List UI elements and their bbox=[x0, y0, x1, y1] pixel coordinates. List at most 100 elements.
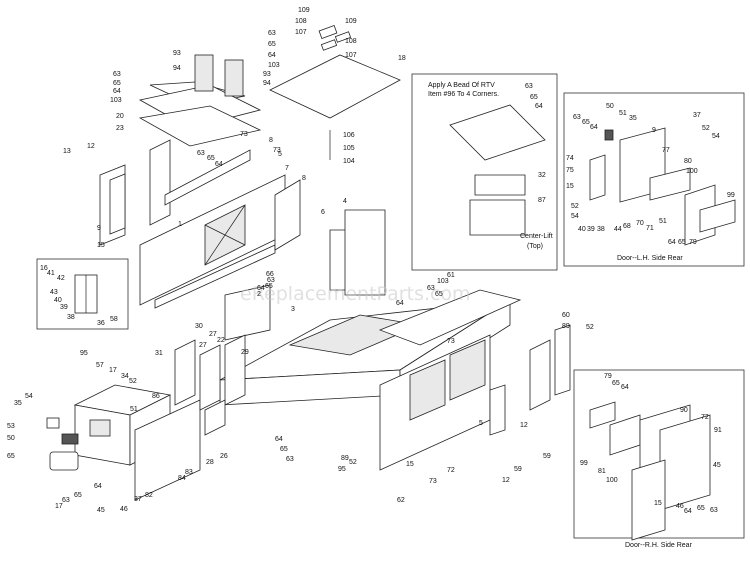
rtv-note-inset-frame bbox=[411, 73, 558, 271]
callout-50: 50 bbox=[7, 435, 15, 442]
callout-64: 64 bbox=[275, 436, 283, 443]
callout-93: 93 bbox=[263, 71, 271, 78]
left-wall-group bbox=[99, 139, 386, 309]
callout-65: 65 bbox=[265, 283, 273, 290]
callout-68: 68 bbox=[623, 223, 631, 230]
rh-door-frame-15 bbox=[631, 459, 666, 541]
callout-40: 40 bbox=[54, 297, 62, 304]
latch-35 bbox=[46, 417, 60, 429]
callout-28: 28 bbox=[206, 459, 214, 466]
front-wall-window-left bbox=[409, 359, 446, 421]
callout-52: 52 bbox=[129, 378, 137, 385]
part-30 bbox=[174, 339, 196, 406]
callout-15: 15 bbox=[654, 500, 662, 507]
callout-39: 39 bbox=[60, 304, 68, 311]
callout-16: 16 bbox=[40, 265, 48, 272]
callout-9: 9 bbox=[97, 225, 101, 232]
callout-59: 59 bbox=[543, 453, 551, 460]
callout-45: 45 bbox=[97, 507, 105, 514]
gasket-65 bbox=[61, 433, 79, 445]
callout-106: 106 bbox=[343, 132, 355, 139]
part-29 bbox=[224, 334, 246, 406]
door-panel-12 bbox=[554, 324, 571, 396]
control-box-opening bbox=[89, 419, 111, 437]
fastener-stack-left bbox=[194, 54, 214, 92]
callout-99: 99 bbox=[580, 460, 588, 467]
lh-door-contents bbox=[589, 127, 736, 246]
callout-72: 72 bbox=[447, 467, 455, 474]
callout-50: 50 bbox=[606, 103, 614, 110]
callout-17: 17 bbox=[109, 367, 117, 374]
callout-51: 51 bbox=[659, 218, 667, 225]
callout-75: 75 bbox=[566, 167, 574, 174]
callout-109: 109 bbox=[345, 18, 357, 25]
right-wall-group bbox=[379, 324, 571, 471]
rtv-note-line-1: Apply A Bead Of RTV bbox=[428, 82, 495, 89]
rtv-block-87 bbox=[469, 199, 526, 236]
callout-65: 65 bbox=[678, 239, 686, 246]
callout-65: 65 bbox=[207, 155, 215, 162]
callout-64: 64 bbox=[396, 300, 404, 307]
callout-94: 94 bbox=[263, 80, 271, 87]
panel-1 bbox=[344, 209, 386, 296]
bottom-rail bbox=[154, 244, 276, 309]
callout-29: 29 bbox=[241, 349, 249, 356]
callout-64: 64 bbox=[215, 161, 223, 168]
callout-60: 60 bbox=[562, 312, 570, 319]
callout-20: 20 bbox=[116, 113, 124, 120]
callout-103: 103 bbox=[110, 97, 122, 104]
callout-79: 79 bbox=[604, 373, 612, 380]
callout-63: 63 bbox=[286, 456, 294, 463]
callout-52: 52 bbox=[349, 459, 357, 466]
callout-13: 13 bbox=[63, 148, 71, 155]
callout-77: 77 bbox=[662, 147, 670, 154]
part-28 bbox=[204, 399, 226, 436]
callout-64: 64 bbox=[621, 384, 629, 391]
callout-3: 3 bbox=[291, 306, 295, 313]
lh-door-inset-frame bbox=[563, 92, 745, 267]
callout-30: 30 bbox=[195, 323, 203, 330]
callout-4: 4 bbox=[343, 198, 347, 205]
callout-65: 65 bbox=[582, 119, 590, 126]
callout-80: 80 bbox=[684, 158, 692, 165]
callout-63: 63 bbox=[573, 114, 581, 121]
callout-103: 103 bbox=[437, 278, 449, 285]
panel-6 bbox=[274, 179, 301, 251]
callout-40: 40 bbox=[578, 226, 586, 233]
callout-63: 63 bbox=[113, 71, 121, 78]
door-panel-59 bbox=[529, 339, 551, 411]
callout-107: 107 bbox=[345, 52, 357, 59]
callout-54: 54 bbox=[25, 393, 33, 400]
callout-51: 51 bbox=[130, 406, 138, 413]
callout-64: 64 bbox=[590, 124, 598, 131]
callout-9: 9 bbox=[652, 127, 656, 134]
callout-7: 7 bbox=[285, 165, 289, 172]
part-108-top bbox=[320, 39, 338, 51]
callout-5: 5 bbox=[479, 420, 483, 427]
callout-62: 62 bbox=[397, 497, 405, 504]
caption-rh-door: Door--R.H. Side Rear bbox=[625, 542, 693, 549]
callout-41: 41 bbox=[47, 270, 55, 277]
callout-38: 38 bbox=[67, 314, 75, 321]
rtv-frame-32 bbox=[474, 174, 526, 196]
callout-103: 103 bbox=[268, 62, 280, 69]
callout-12: 12 bbox=[87, 143, 95, 150]
callout-12: 12 bbox=[520, 422, 528, 429]
callout-65: 65 bbox=[435, 291, 443, 298]
rh-door-inset-frame bbox=[573, 369, 745, 539]
callout-89: 89 bbox=[341, 455, 349, 462]
callout-35: 35 bbox=[629, 115, 637, 122]
callout-27: 27 bbox=[199, 342, 207, 349]
callout-63: 63 bbox=[197, 150, 205, 157]
callout-99: 99 bbox=[727, 192, 735, 199]
callout-63: 63 bbox=[525, 83, 533, 90]
callout-63: 63 bbox=[427, 285, 435, 292]
callout-64: 64 bbox=[535, 103, 543, 110]
callout-104: 104 bbox=[343, 158, 355, 165]
callout-93: 93 bbox=[173, 50, 181, 57]
callout-64: 64 bbox=[684, 508, 692, 515]
callout-53: 53 bbox=[7, 423, 15, 430]
callout-63: 63 bbox=[267, 277, 275, 284]
lh-latch-51 bbox=[604, 129, 614, 141]
